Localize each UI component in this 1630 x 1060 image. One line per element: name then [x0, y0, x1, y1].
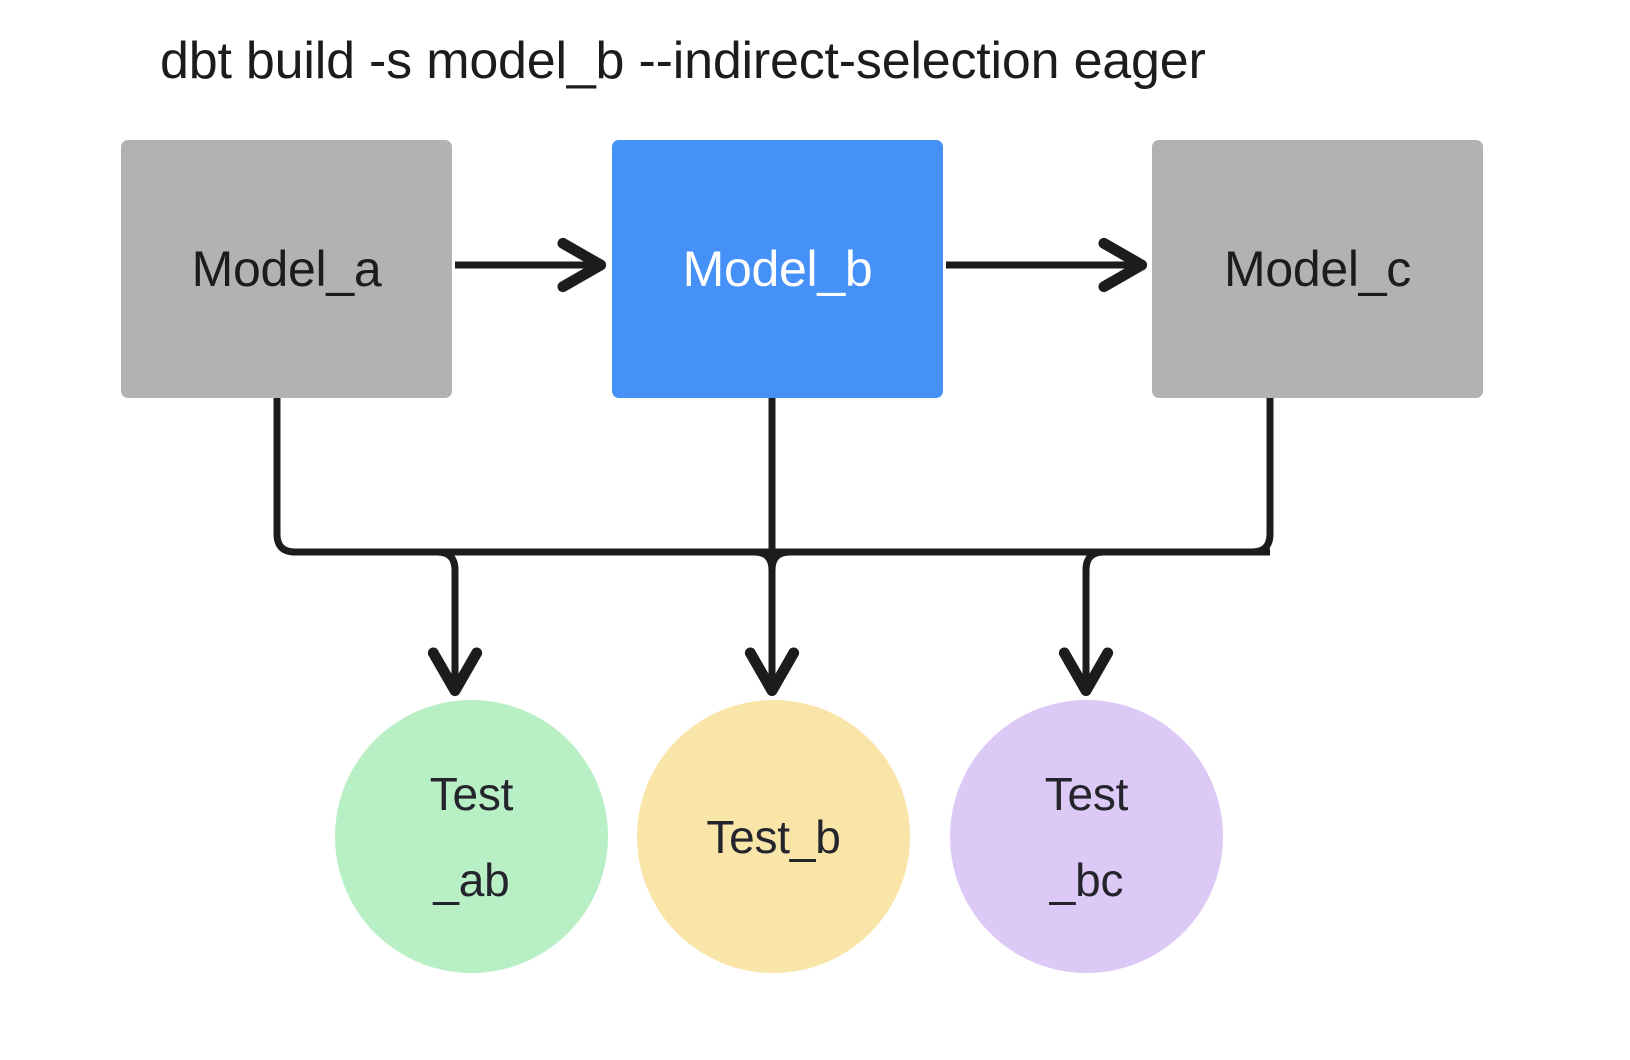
test-label-test-b: Test_b [706, 810, 841, 863]
diagram-title: dbt build -s model_b --indirect-selectio… [160, 32, 1206, 90]
model-label-model-b: Model_b [682, 241, 873, 297]
edge-bus-join-left [753, 548, 776, 571]
edge-bus-join-right [768, 548, 791, 571]
edge-branch-to-test-ab [427, 548, 483, 697]
edge-model-a-bus [273, 397, 1270, 556]
edge-model-c-bus [455, 397, 1274, 556]
test-label-test-bc: Test _bc [1044, 767, 1129, 906]
test-node-test-ab[interactable]: Test _ab [335, 700, 608, 973]
test-node-test-bc[interactable]: Test _bc [950, 700, 1223, 973]
model-label-model-a: Model_a [191, 241, 382, 297]
model-label-model-c: Model_c [1224, 241, 1411, 297]
model-node-model-a[interactable]: Model_a [121, 140, 452, 398]
edge-branch-to-test-bc [1058, 548, 1114, 697]
model-node-model-c[interactable]: Model_c [1152, 140, 1483, 398]
test-node-test-b[interactable]: Test_b [637, 700, 910, 973]
test-label-test-ab: Test _ab [429, 767, 514, 906]
model-node-model-b[interactable]: Model_b [612, 140, 943, 398]
